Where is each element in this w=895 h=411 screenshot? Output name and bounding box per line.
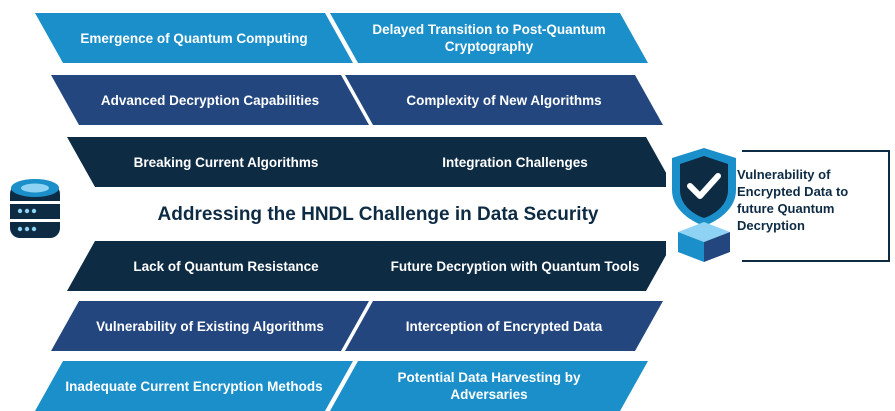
- database-icon: [10, 179, 60, 238]
- box-interception-data: Interception of Encrypted Data: [345, 301, 663, 351]
- box-label: Lack of Quantum Resistance: [133, 258, 319, 274]
- box-label: Potential Data Harvesting by Adversaries: [397, 370, 581, 402]
- box-data-harvesting: Potential Data Harvesting by Adversaries: [330, 361, 648, 411]
- box-label: Delayed Transition to Post-Quantum Crypt…: [372, 22, 606, 54]
- box-label: Breaking Current Algorithms: [133, 154, 319, 170]
- box-complexity-algorithms: Complexity of New Algorithms: [345, 75, 663, 125]
- box-future-decryption: Future Decryption with Quantum Tools: [356, 241, 674, 291]
- shield-check-icon: [666, 144, 742, 264]
- box-label: Future Decryption with Quantum Tools: [390, 258, 640, 274]
- box-lack-quantum-resistance: Lack of Quantum Resistance: [67, 241, 385, 291]
- diagram-title: Addressing the HNDL Challenge in Data Se…: [157, 204, 599, 225]
- box-delayed-transition: Delayed Transition to Post-Quantum Crypt…: [330, 13, 648, 63]
- box-advanced-decryption: Advanced Decryption Capabilities: [51, 75, 369, 125]
- side-label: Vulnerability of Encrypted Data to futur…: [737, 167, 849, 233]
- box-emergence-quantum: Emergence of Quantum Computing: [35, 13, 353, 63]
- box-label: Emergence of Quantum Computing: [80, 30, 308, 46]
- box-label: Vulnerability of Existing Algorithms: [96, 318, 324, 334]
- box-vulnerability-existing: Vulnerability of Existing Algorithms: [51, 301, 369, 351]
- box-inadequate-encryption: Inadequate Current Encryption Methods: [35, 361, 353, 411]
- box-breaking-algorithms: Breaking Current Algorithms: [67, 137, 385, 187]
- box-label: Integration Challenges: [442, 154, 588, 170]
- box-label: Complexity of New Algorithms: [406, 92, 602, 108]
- box-label: Advanced Decryption Capabilities: [100, 92, 320, 108]
- box-integration-challenges: Integration Challenges: [356, 137, 674, 187]
- box-label: Interception of Encrypted Data: [405, 318, 603, 334]
- box-label: Inadequate Current Encryption Methods: [65, 378, 323, 394]
